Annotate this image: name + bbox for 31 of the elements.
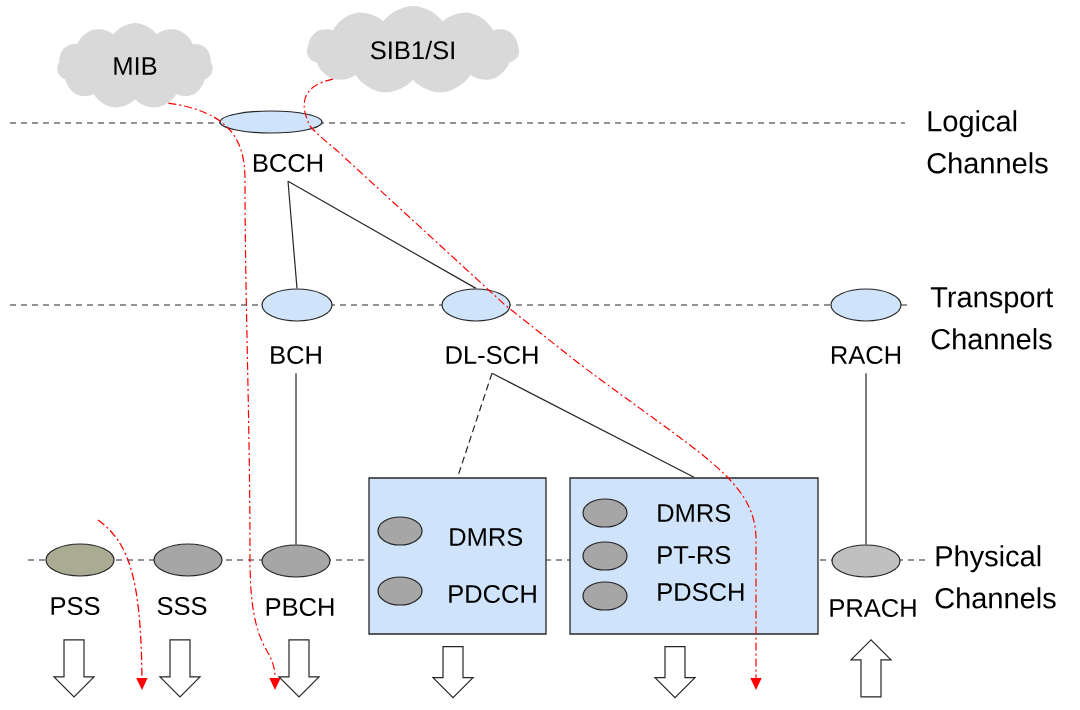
signal-label: PT-RS: [658, 545, 731, 564]
signal-label: DMRS: [658, 503, 731, 522]
layer-label: Physical Channels: [935, 545, 1056, 609]
connector-line: [865, 372, 867, 545]
channel-label: SSS: [157, 596, 207, 615]
connector-line: [295, 372, 297, 545]
connector-line: [287, 180, 298, 289]
signal-label: DMRS: [450, 527, 523, 546]
connector-line: [491, 372, 695, 478]
message-cloud: SIB1/SI: [307, 6, 520, 93]
hollow-arrow: [277, 639, 321, 698]
layer-label: Transport Channels: [930, 287, 1053, 350]
hollow-arrow: [431, 646, 475, 699]
channel-label: PSS: [51, 596, 100, 615]
channel-group-box: [569, 477, 819, 635]
layer-label: Logical Channels: [927, 110, 1048, 174]
hollow-arrow: [653, 646, 697, 699]
dash-dot-arrow: [303, 78, 762, 690]
channel-label: RACH: [831, 345, 901, 364]
channel-label: DL-SCH: [446, 345, 538, 364]
channel-label: BCH: [271, 345, 321, 364]
channel-label: BCCH: [253, 153, 323, 172]
hollow-arrow: [52, 639, 96, 698]
signal-label: PDCCH: [449, 584, 536, 603]
channel-label: PBCH: [266, 597, 334, 616]
message-cloud: MIB: [57, 23, 213, 108]
signal-label: PDSCH: [658, 582, 744, 601]
channel-group-box: [368, 477, 547, 635]
channel-label: PRACH: [830, 598, 916, 617]
dash-dot-arrow: [167, 102, 281, 690]
connector-line: [287, 180, 477, 289]
